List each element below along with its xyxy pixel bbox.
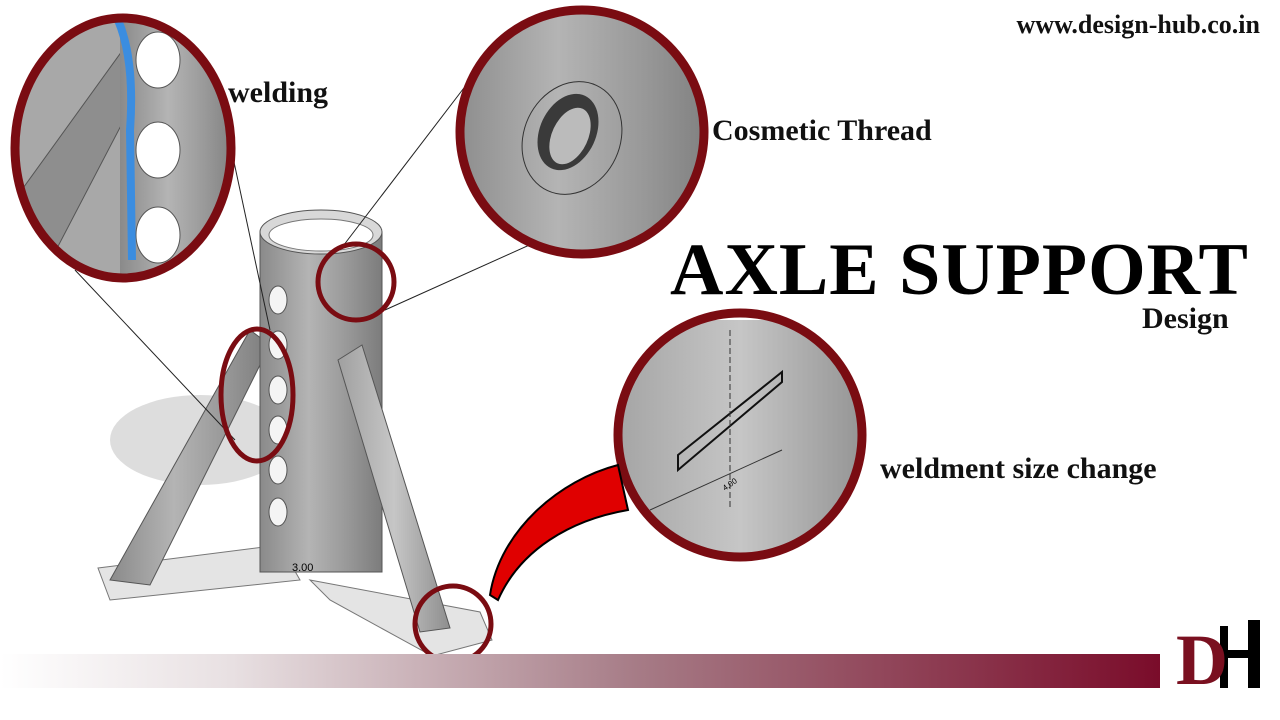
callout-label-welding: welding: [228, 76, 329, 109]
callout-label-cosmetic-thread: Cosmetic Thread: [712, 114, 932, 147]
red-arrow: [488, 463, 630, 602]
tube-holes: [268, 285, 288, 527]
callout-ring-welding: [10, 13, 236, 283]
website-url: www.design-hub.co.in: [1016, 10, 1260, 39]
callout-ring-welding-small: [218, 326, 296, 464]
base-plate-left: [97, 544, 301, 601]
dimension-label: 3.00: [292, 562, 314, 574]
welding-detail: [15, 18, 231, 278]
callout-label-weldment: weldment size change: [880, 452, 1157, 485]
callout-ring-thread-small: [315, 241, 397, 323]
gradient-bar: [0, 654, 1160, 688]
page-title: AXLE SUPPORT: [670, 229, 1249, 311]
svg-text:D: D: [1176, 620, 1228, 690]
callout-ring-thread: [455, 5, 709, 259]
weldment-detail: [618, 313, 862, 557]
design-hub-logo: D: [1176, 620, 1260, 690]
thread-detail: [460, 10, 704, 254]
callout-ring-weldment: [613, 308, 867, 562]
page-subtitle: Design: [1142, 302, 1229, 335]
base-plate-right: [308, 579, 493, 657]
gusset-right: [337, 344, 451, 633]
